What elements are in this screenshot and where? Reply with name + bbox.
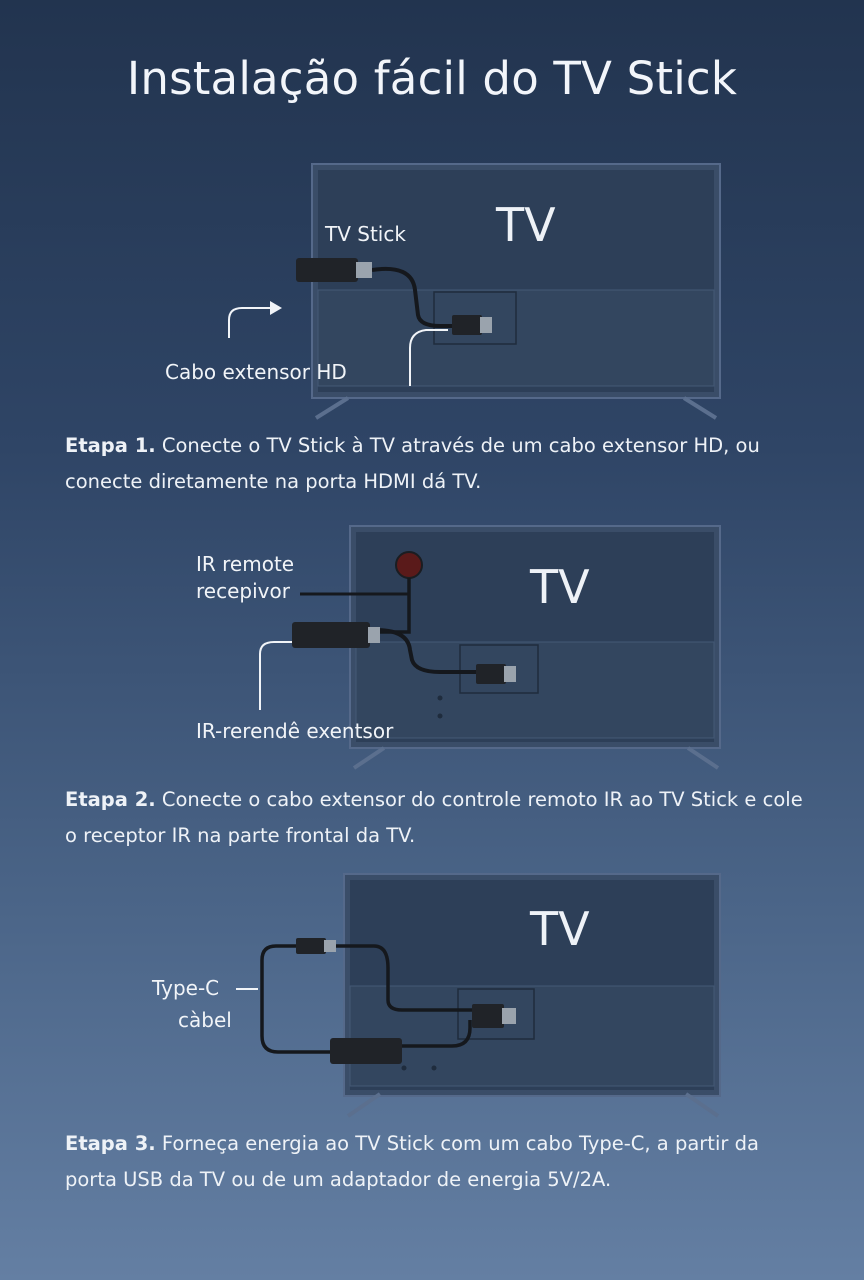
step-2-description: Conecte o cabo extensor do controle remo… bbox=[65, 788, 803, 847]
tv-illustration-3 bbox=[236, 873, 721, 1118]
tv-leg-left bbox=[352, 746, 386, 770]
type-c-label-line2: càbel bbox=[178, 1008, 232, 1032]
step-1-text: Etapa 1. Conecte o TV Stick à TV através… bbox=[65, 428, 805, 500]
figure-step-1: TV TV Stick Cabo extensor HD bbox=[0, 160, 864, 430]
tv-stick-hdmi-plug bbox=[368, 627, 380, 643]
step-3-text: Etapa 3. Forneça energia ao TV Stick com… bbox=[65, 1126, 805, 1198]
hdmi-cable bbox=[336, 944, 476, 1012]
screw-hole bbox=[431, 1065, 437, 1071]
hdmi-connector bbox=[476, 664, 506, 684]
tv-stick-label: TV Stick bbox=[325, 222, 406, 246]
tv-illustration-2 bbox=[259, 525, 721, 770]
step-3-label: Etapa 3. bbox=[65, 1132, 156, 1155]
tv-leg-left bbox=[346, 1092, 382, 1118]
cable-label: Cabo extensor HD bbox=[165, 360, 347, 384]
extender-pointer-line bbox=[259, 641, 292, 710]
tv-stick-device bbox=[296, 258, 358, 282]
type-c-label-line1: Type-C bbox=[152, 976, 220, 1000]
figure-step-2: TV IR remote recepivor IR-rerendê exents… bbox=[0, 520, 864, 780]
hdmi-connector-tip bbox=[502, 1008, 516, 1024]
ir-receiver-dot bbox=[395, 551, 423, 579]
tv-label: TV bbox=[530, 902, 590, 956]
usb-plug bbox=[296, 938, 326, 954]
hdmi-connector-tip bbox=[480, 317, 492, 333]
step-1-description: Conecte o TV Stick à TV através de um ca… bbox=[65, 434, 760, 493]
ir-receiver-label-line2: recepivor bbox=[196, 579, 290, 603]
step-2-label: Etapa 2. bbox=[65, 788, 156, 811]
tv-leg-right bbox=[682, 396, 718, 420]
tv-label: TV bbox=[496, 198, 556, 252]
screw-hole bbox=[437, 695, 443, 701]
hd-extension-cable bbox=[371, 267, 455, 328]
screw-hole bbox=[401, 1065, 407, 1071]
hdmi-port-area bbox=[457, 988, 535, 1040]
hdmi-cable bbox=[375, 628, 478, 674]
figure-step-3: TV Type-C càbel bbox=[0, 868, 864, 1128]
hdmi-connector bbox=[472, 1004, 504, 1028]
page-title: Instalação fácil do TV Stick bbox=[126, 52, 738, 105]
tv-stick-device bbox=[292, 622, 370, 648]
tv-leg-left bbox=[314, 396, 350, 420]
tv-back-panel bbox=[349, 985, 715, 1087]
stick-cable bbox=[402, 1020, 472, 1048]
arrow-line bbox=[228, 307, 274, 338]
ir-receiver-label-line1: IR remote bbox=[196, 552, 295, 576]
step-3-description: Forneça energia ao TV Stick com um cabo … bbox=[65, 1132, 759, 1191]
step-1-label: Etapa 1. bbox=[65, 434, 156, 457]
hdmi-port-area bbox=[459, 644, 539, 694]
cable-pointer-line bbox=[409, 329, 448, 386]
ir-extender-label: IR-rerendê exentsor bbox=[196, 719, 394, 743]
tv-illustration-1 bbox=[228, 163, 721, 420]
hdmi-port-area bbox=[433, 291, 517, 345]
tv-stick-hdmi-plug bbox=[356, 262, 372, 278]
type-c-cable bbox=[260, 944, 332, 1054]
tv-label: TV bbox=[530, 560, 590, 614]
screw-hole bbox=[437, 713, 443, 719]
tv-back-panel bbox=[355, 641, 715, 739]
arrow-head bbox=[270, 301, 282, 315]
tv-leg-right bbox=[684, 1092, 720, 1118]
usb-plug-tip bbox=[324, 940, 336, 952]
hdmi-connector bbox=[452, 315, 482, 335]
tv-stick-device bbox=[330, 1038, 402, 1064]
hdmi-connector-tip bbox=[504, 666, 516, 682]
step-2-text: Etapa 2. Conecte o cabo extensor do cont… bbox=[65, 782, 805, 854]
tv-leg-right bbox=[686, 746, 720, 770]
